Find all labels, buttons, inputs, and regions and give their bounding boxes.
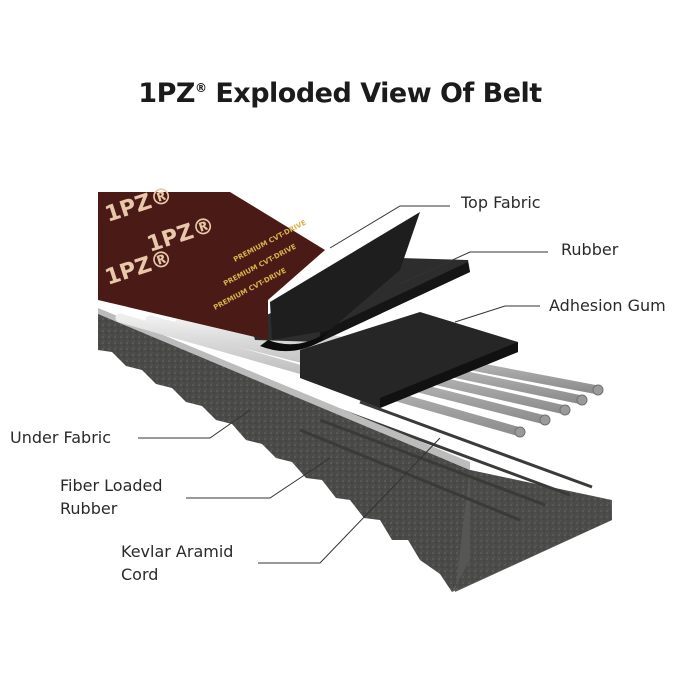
label-kevlar-aramid-cord-line2: Cord — [121, 565, 159, 584]
leader-fiber-loaded-rubber — [186, 457, 331, 499]
label-under-fabric: Under Fabric — [10, 428, 112, 447]
cord-ends — [514, 384, 604, 438]
top-fabric-flap — [270, 212, 420, 340]
leader-lines — [138, 205, 548, 564]
page-title: 1PZ® Exploded View Of Belt — [138, 78, 542, 109]
label-adhesion-gum: Adhesion Gum — [549, 296, 666, 315]
leader-rubber — [399, 251, 548, 285]
belt-body-side — [98, 312, 470, 592]
leader-kevlar-aramid-cord — [258, 437, 441, 564]
label-kevlar-aramid-cord-line1: Kevlar Aramid — [121, 542, 234, 561]
adhesion-gum-layer — [300, 312, 518, 408]
belt-body-end-face — [452, 470, 612, 592]
leader-under-fabric — [138, 409, 251, 439]
label-rubber: Rubber — [561, 240, 619, 259]
leader-top-fabric — [329, 205, 450, 249]
top-fabric-printed — [98, 192, 325, 340]
label-fiber-loaded-rubber-line1: Fiber Loaded — [60, 476, 163, 495]
label-fiber-loaded-rubber-line2: Rubber — [60, 499, 118, 518]
under-fabric-layer — [98, 308, 470, 470]
label-top-fabric: Top Fabric — [461, 193, 541, 212]
leader-adhesion-gum — [454, 305, 540, 323]
